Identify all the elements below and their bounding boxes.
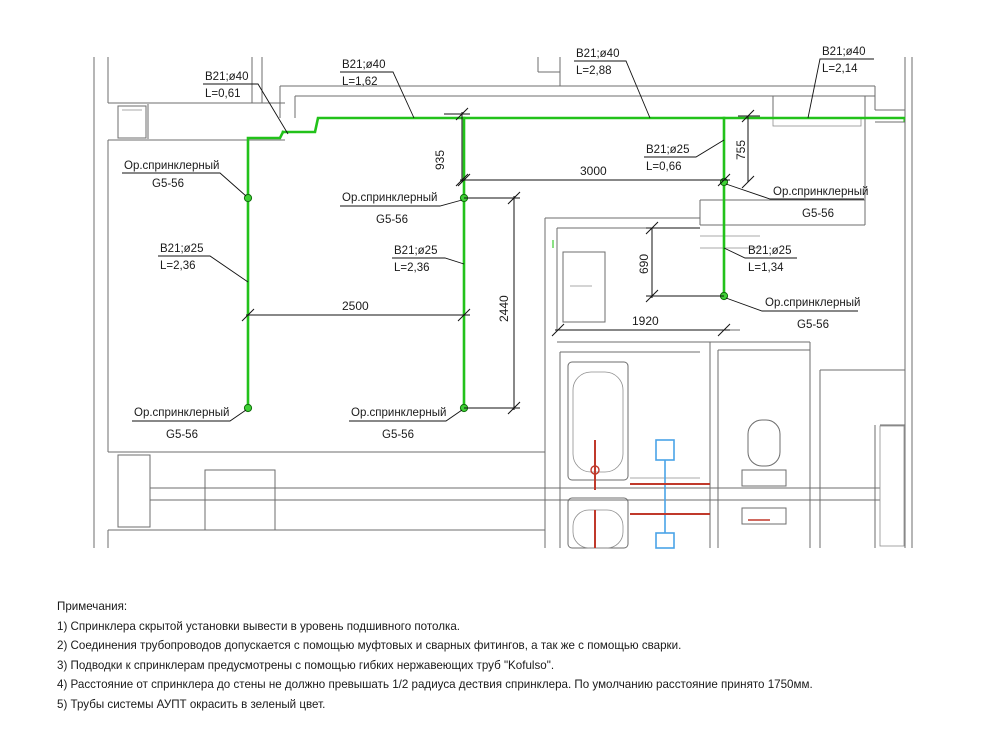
note-item: 4) Расстояние от спринклера до стены не … [57,678,813,691]
sprinkler-head [243,403,253,413]
pipe-length: L=0,61 [205,88,241,100]
sprinkler-head [243,193,253,203]
pipe-label: B21;ø40 [342,59,385,71]
dim-935: 935 [433,150,447,170]
sprinkler-name: Ор.спринклерный [773,186,868,198]
dim-3000: 3000 [580,164,607,178]
pipe-length: L=2,88 [576,65,612,77]
pipe-label: B21;ø25 [646,144,689,156]
sprinkler-name: Ор.спринклерный [765,297,860,309]
sprinkler-name: Ор.спринклерный [342,192,437,204]
pipe-label: B21;ø25 [160,243,203,255]
sprinkler-name: Ор.спринклерный [351,407,446,419]
note-item: 5) Трубы системы АУПТ окрасить в зеленый… [57,697,326,711]
sprinkler-heads [243,177,729,413]
dim-1920: 1920 [632,314,659,328]
note-item: 1) Спринклера скрытой установки вывести … [57,619,461,633]
sprinkler-model: G5-56 [166,429,198,441]
pipe-length: L=2,36 [160,260,196,272]
plumbing-fixtures [590,439,770,549]
sprinkler-model: G5-56 [797,319,829,331]
pipe-labels: B21;ø40 L=0,61 B21;ø40 L=1,62 B21;ø40 L=… [158,46,874,283]
pipe-length: L=1,34 [748,262,784,274]
sprinkler-name: Ор.спринклерный [124,160,219,172]
pipe-label: B21;ø40 [576,48,619,60]
sprinkler-model: G5-56 [382,429,414,441]
sprinkler-pipes [246,116,906,410]
pipe-label: B21;ø40 [205,71,248,83]
sprinkler-model: G5-56 [802,208,834,220]
pipe-length: L=2,14 [822,63,858,75]
sprinkler-name: Ор.спринклерный [134,407,229,419]
pipe-length: L=2,36 [394,262,430,274]
note-item: 3) Подводки к спринклерам предусмотрены … [57,658,555,672]
dim-690: 690 [637,254,651,274]
dim-755: 755 [734,140,748,160]
walls [93,57,913,549]
pipe-label: B21;ø25 [394,245,437,257]
sprinkler-model: G5-56 [152,178,184,190]
pipe-length: L=1,62 [342,76,378,88]
dimensions: 935 3000 755 690 2500 2440 1920 [241,107,760,415]
pipe-label: B21;ø25 [748,245,791,257]
notes-block: Примечания: 1) Спринклера скрытой устано… [57,597,977,714]
note-item: 2) Соединения трубопроводов допускается … [57,639,682,652]
sprinkler-labels: Ор.спринклерный G5-56 Ор.спринклерный G5… [122,160,868,441]
dim-2500: 2500 [342,299,369,313]
notes-title: Примечания: [57,600,128,613]
sprinkler-model: G5-56 [376,214,408,226]
dim-2440: 2440 [497,295,511,322]
pipe-label: B21;ø40 [822,46,865,58]
pipe-length: L=0,66 [646,161,682,173]
